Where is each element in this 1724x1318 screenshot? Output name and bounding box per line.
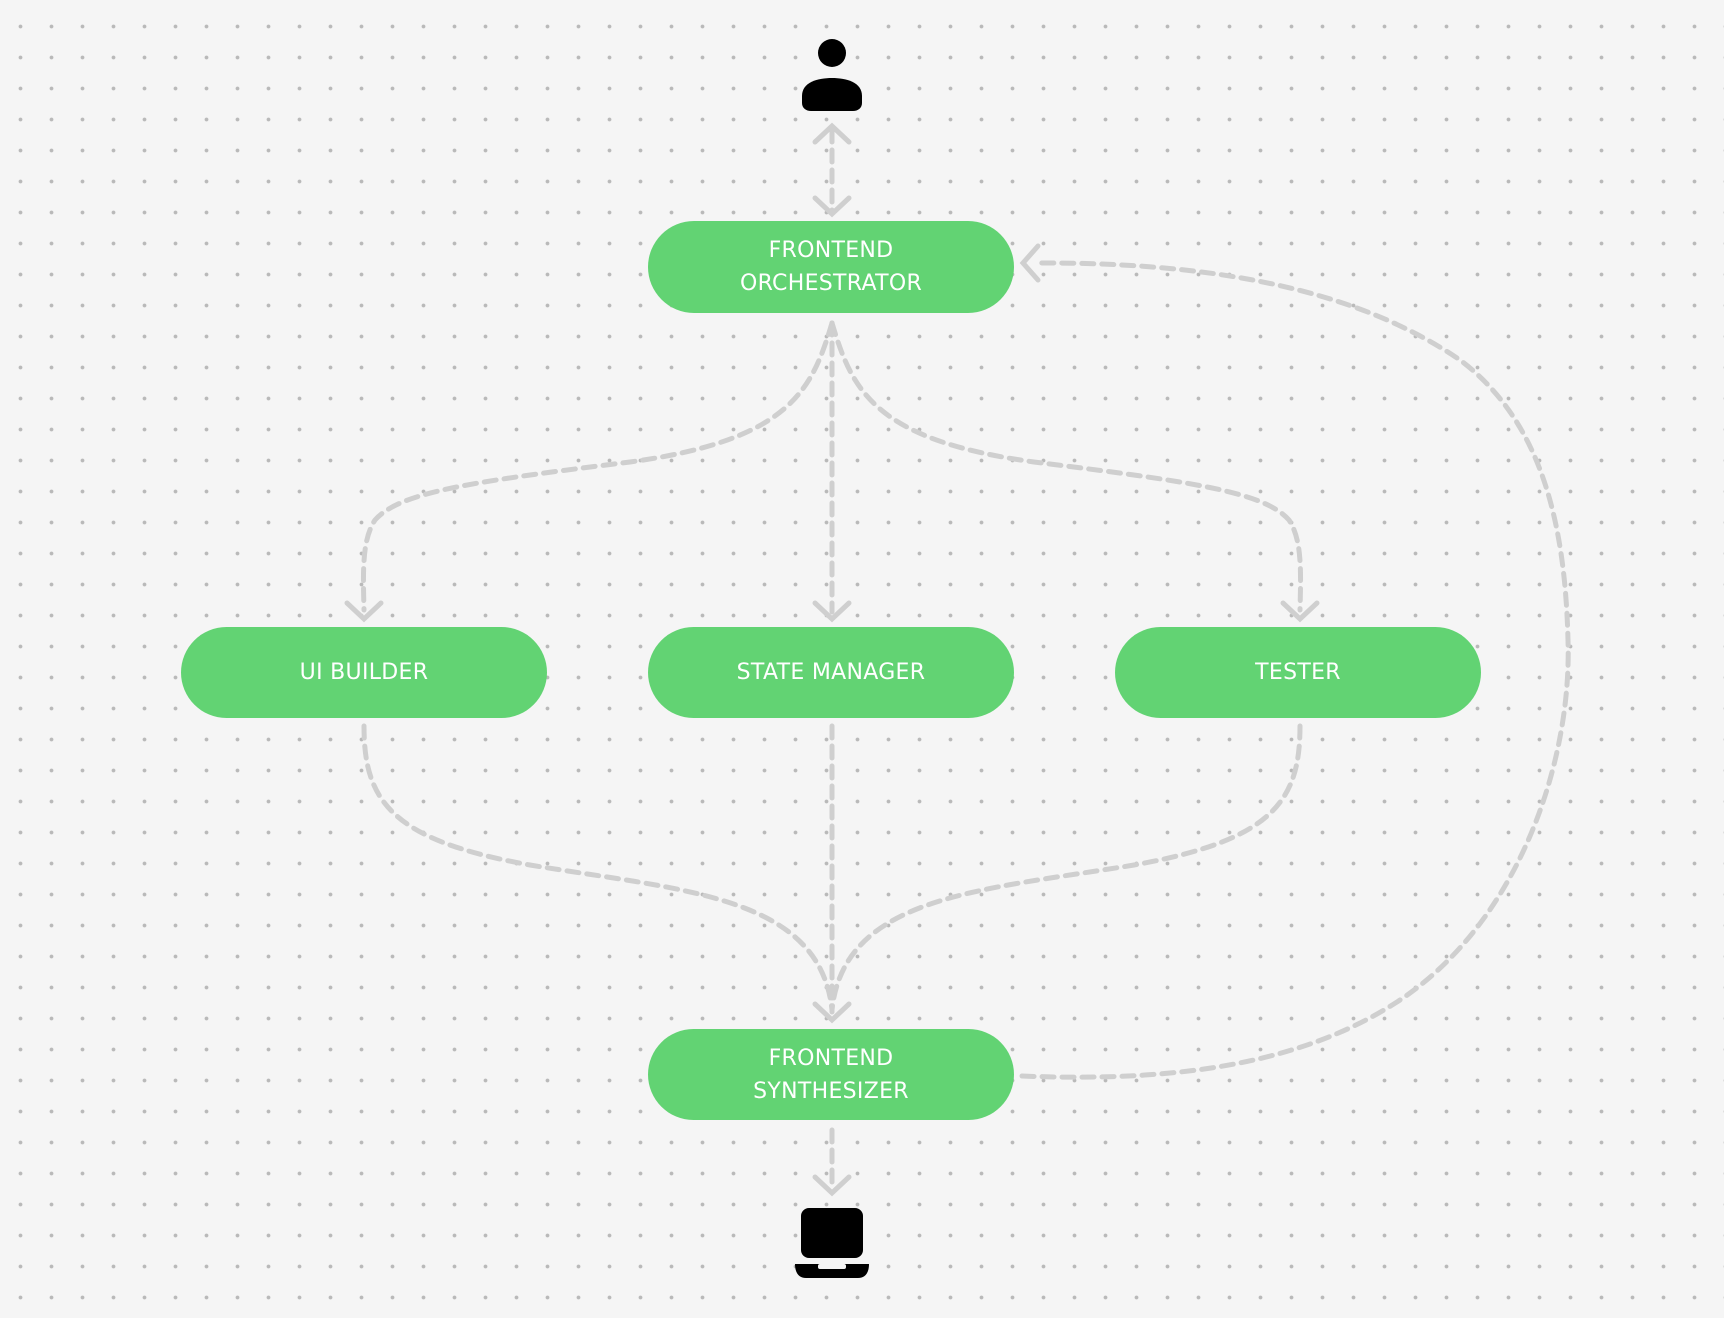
node-frontend-orchestrator[interactable]: FRONTEND ORCHESTRATOR [648,221,1014,313]
edge-orchestrator-ui-builder [344,320,835,623]
edge-tester-synthesizer [829,723,1303,1013]
edge-ui-builder-synthesizer [361,723,835,1013]
node-frontend-synthesizer[interactable]: FRONTEND SYNTHESIZER [648,1029,1014,1120]
user-icon [802,39,862,111]
edge-orchestrator-tester [829,320,1320,623]
node-state-manager[interactable]: STATE MANAGER [648,627,1014,718]
node-ui-builder[interactable]: UI BUILDER [181,627,547,718]
edge-orchestrator-state-manager [812,320,852,623]
edge-synthesizer-orchestrator [1019,243,1571,1080]
edge-synthesizer-output [812,1127,852,1197]
edge-user-orchestrator [812,122,852,218]
node-tester[interactable]: TESTER [1115,627,1481,718]
laptop-icon [795,1208,869,1278]
arrowhead-synthesizer-inbound [812,1001,852,1024]
